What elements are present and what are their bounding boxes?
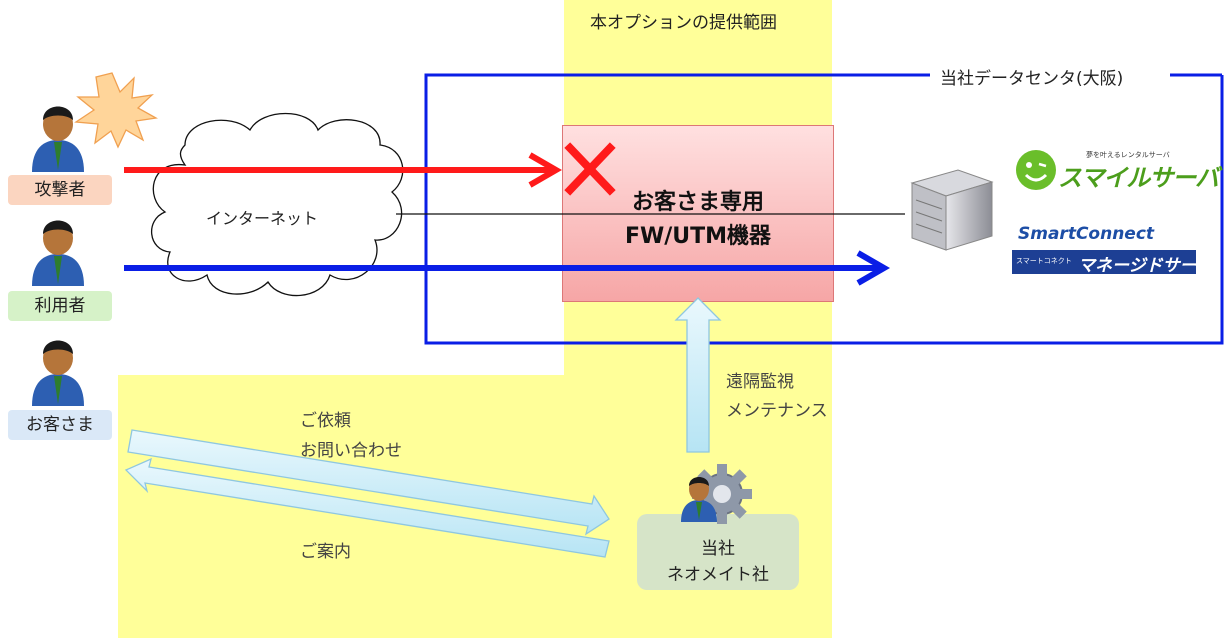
attacker-person-icon xyxy=(32,106,84,172)
gear-icon xyxy=(692,464,752,524)
datacenter-frame xyxy=(424,73,1224,345)
request-label-line2: お問い合わせ xyxy=(300,441,402,461)
company-line2: ネオメイト社 xyxy=(667,565,769,585)
server-icon xyxy=(910,169,994,251)
scope-label: 本オプションの提供範囲 xyxy=(590,13,777,33)
smile-brand-name: スマイルサーバ xyxy=(1058,164,1219,192)
request-label-line1: ご依頼 xyxy=(300,411,351,431)
operator-person-icon xyxy=(681,477,717,522)
smile-logo-icon xyxy=(1016,150,1056,190)
attack-arrow-head xyxy=(528,152,563,188)
block-x-icon xyxy=(564,142,616,196)
attacker-label: 攻撃者 xyxy=(8,175,112,205)
customer-person-icon xyxy=(32,340,84,406)
user-label: 利用者 xyxy=(8,291,112,321)
monitor-label-line1: 遠隔監視 xyxy=(726,372,794,392)
explosion-icon xyxy=(74,72,158,149)
smartconnect-sub: スマートコネクト xyxy=(1016,257,1072,265)
monitor-arrow xyxy=(674,297,722,453)
guide-label: ご案内 xyxy=(300,542,351,562)
user-person-icon xyxy=(32,220,84,286)
managed-server-name: マネージドサーバ xyxy=(1078,256,1214,276)
request-arrow xyxy=(127,429,610,536)
user-arrow-head xyxy=(856,250,891,286)
managed-server-bar: スマートコネクト マネージドサーバ xyxy=(1012,250,1214,276)
internet-cloud xyxy=(150,112,404,297)
smartconnect-brand-name: SmartConnect xyxy=(1018,224,1155,244)
monitor-label-line2: メンテナンス xyxy=(726,401,828,421)
company-line1: 当社 xyxy=(701,539,735,559)
smile-tagline: 夢を叶えるレンタルサーバ xyxy=(1086,151,1170,159)
guide-arrow xyxy=(124,457,610,558)
company-box: 当社 ネオメイト社 xyxy=(637,514,799,590)
internet-label: インターネット xyxy=(206,209,319,228)
device-line1: お客さま専用 xyxy=(631,190,764,215)
datacenter-label: 当社データセンタ(大阪) xyxy=(936,64,1128,89)
device-line2: FW/UTM機器 xyxy=(624,224,772,249)
customer-label: お客さま xyxy=(8,410,112,440)
